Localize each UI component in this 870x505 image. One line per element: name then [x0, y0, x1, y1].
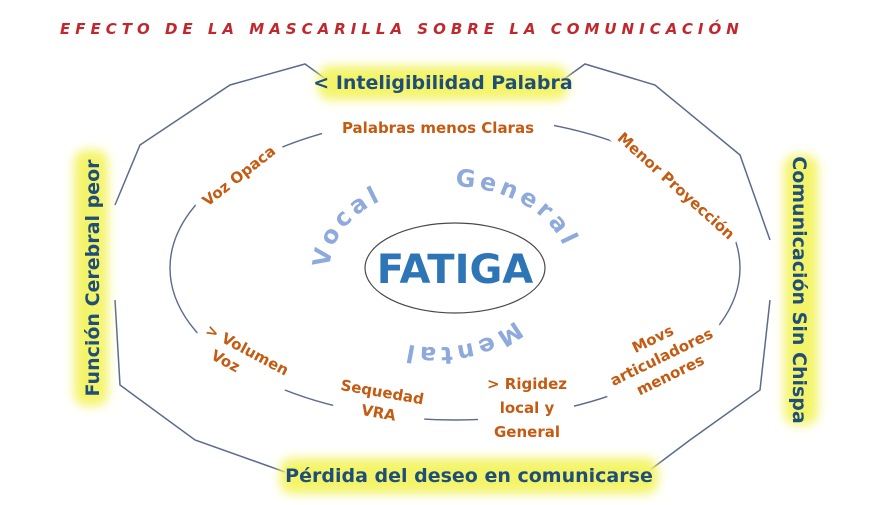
inner-label-top-right: Menor Proyección: [614, 129, 738, 244]
outer-octagon-bottom-right: [649, 299, 771, 471]
inner-label-top: Palabras menos Claras: [342, 119, 534, 137]
inner-label-top-left: Voz Opaca: [199, 142, 279, 210]
highlight-top: [318, 66, 568, 100]
outer-octagon-bottom-left: [114, 299, 286, 473]
inner-label-bottom-center-right-line3: General: [494, 423, 560, 441]
highlight-bottom: [280, 458, 658, 494]
outer-label-right: Comunicación Sin Chispa: [788, 156, 810, 423]
inner-label-bottom-center-group: Sequedad VRA: [330, 367, 431, 435]
inner-label-bottom-left-group: > Volumen Voz: [184, 310, 302, 406]
arc-label-mental: Mental: [400, 316, 528, 370]
highlight-right: [784, 155, 818, 425]
inner-label-bottom-center-right-group: > Rigidez local y General: [478, 372, 574, 448]
highlight-left: [74, 150, 108, 406]
center-ellipse: [364, 222, 546, 314]
inner-top-bg: [322, 114, 554, 140]
center-label: FATIGA: [377, 247, 534, 293]
outer-label-right-group: Comunicación Sin Chispa: [784, 155, 818, 425]
inner-label-bottom-center-right-line1: > Rigidez: [487, 375, 567, 393]
outer-label-top: < Inteligibilidad Palabra: [313, 72, 572, 94]
outer-label-bottom-group: Pérdida del deseo en comunicarse: [280, 458, 658, 494]
inner-label-bottom-center-line2: VRA: [360, 401, 398, 425]
inner-label-bottom-center-right-line2: local y: [500, 399, 555, 417]
outer-label-left: Función Cerebral peor: [82, 159, 104, 397]
outer-label-bottom: Pérdida del deseo en comunicarse: [285, 465, 653, 487]
outer-octagon-top-right: [559, 63, 771, 241]
diagram-title: EFECTO DE LA MASCARILLA SOBRE LA COMUNIC…: [60, 19, 744, 38]
inner-label-top-right-group: Menor Proyección: [608, 120, 747, 249]
outer-label-left-group: Función Cerebral peor: [74, 150, 108, 406]
inner-label-bottom-right-group: Movs articuladores menores: [586, 294, 737, 418]
outer-label-top-group: < Inteligibilidad Palabra: [313, 66, 573, 100]
outer-octagon-top-left: [114, 63, 331, 206]
inner-label-top-left-group: Voz Opaca: [189, 132, 287, 216]
